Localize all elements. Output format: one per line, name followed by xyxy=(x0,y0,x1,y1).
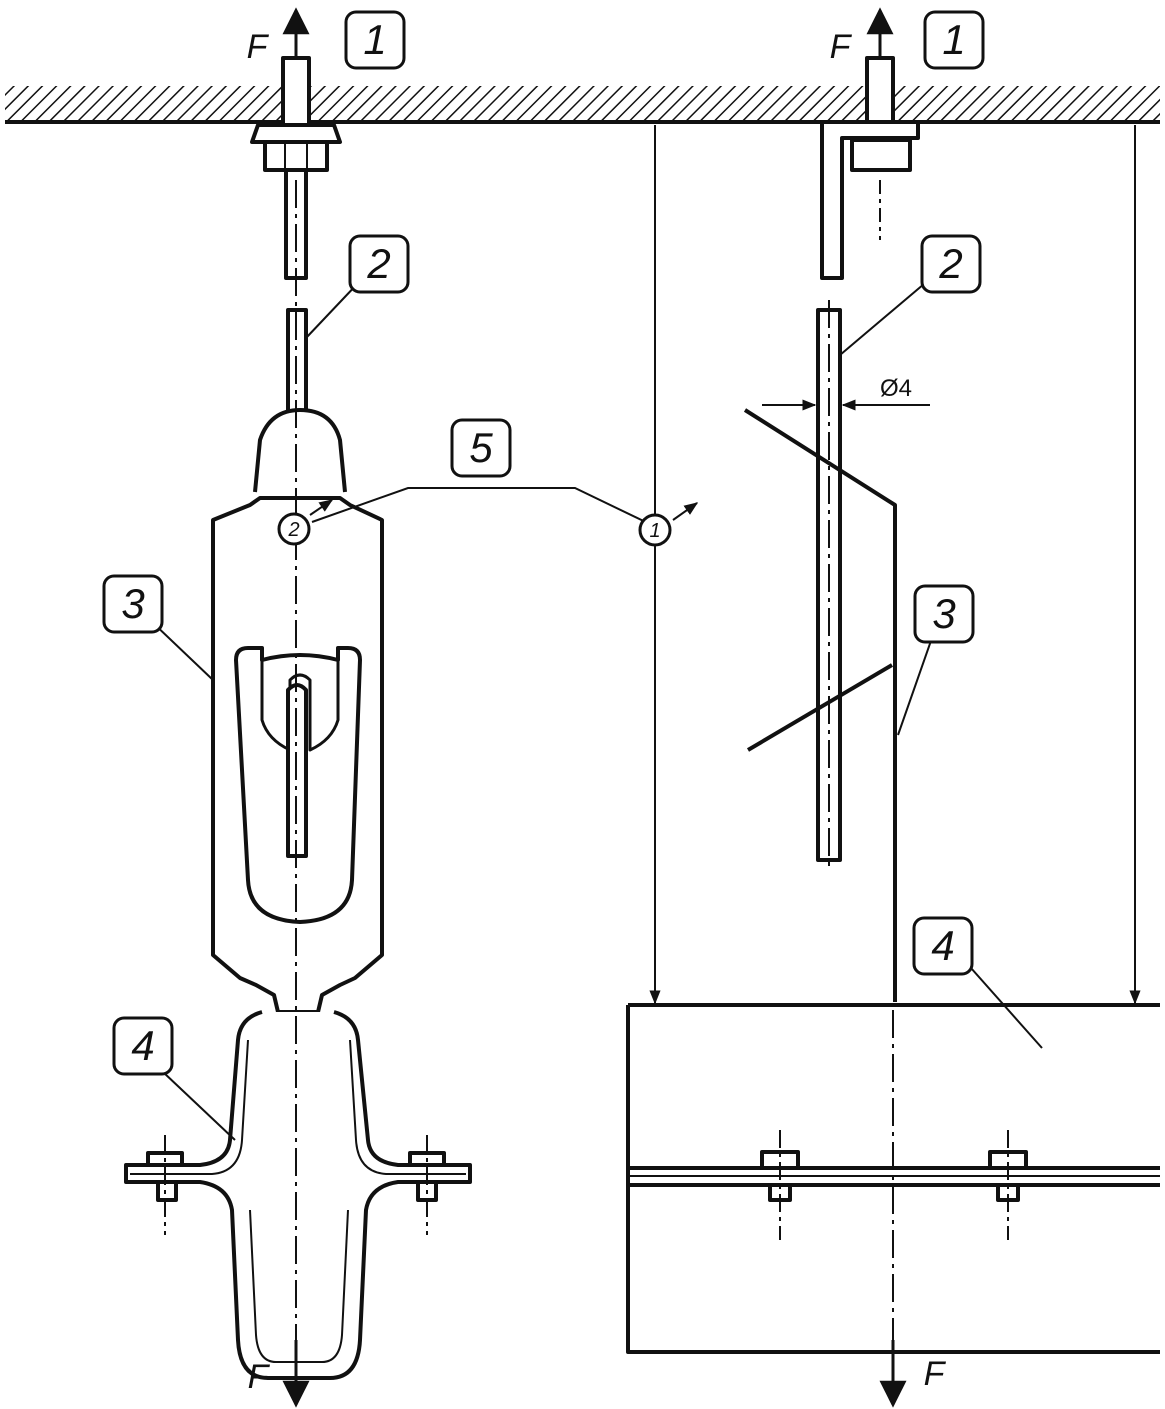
leader-lines xyxy=(144,261,1043,1141)
force-label-right-bottom: F xyxy=(924,1355,947,1393)
weld-right-text: 1 xyxy=(649,520,660,542)
callout-2-right-text: 2 xyxy=(938,240,962,287)
right-angle-bracket xyxy=(820,120,920,280)
left-clevis xyxy=(253,408,347,493)
callout-1-right-text: 1 xyxy=(942,16,965,63)
left-anchor-washer xyxy=(250,123,342,144)
weld-circle-right xyxy=(638,513,672,547)
right-hanger-profile xyxy=(743,408,897,1002)
callout-2-left-text: 2 xyxy=(366,240,390,287)
callout-4-right-text: 4 xyxy=(931,922,954,969)
callout-box-2-right xyxy=(920,234,982,294)
callout-box-1-left xyxy=(344,10,406,70)
force-label-left-bottom: F xyxy=(248,1358,271,1396)
right-clamp-flange xyxy=(628,1166,1160,1187)
force-label-left-top: F xyxy=(247,28,270,66)
left-pipe-clamp xyxy=(124,1010,472,1380)
ceiling-slab xyxy=(5,86,1160,124)
left-clamp-bolt-left xyxy=(146,1151,184,1202)
right-pipe-body xyxy=(626,1003,1160,1354)
weld-left-text: 2 xyxy=(287,519,299,541)
text-labels: 1 1 2 2 5 3 3 4 4 2 1 F F F F Ø4 xyxy=(121,16,965,1396)
callout-box-3-left xyxy=(102,574,164,634)
right-anchor-bolt xyxy=(865,56,895,130)
callout-3-left-text: 3 xyxy=(121,580,144,627)
callout-3-right-text: 3 xyxy=(932,590,955,637)
callout-box-3-right xyxy=(913,584,975,644)
left-clamp-bolt-right xyxy=(408,1151,446,1202)
callout-box-4-left xyxy=(112,1016,174,1076)
weld-circle-left xyxy=(277,512,311,546)
left-anchor-nut xyxy=(263,140,329,172)
callout-box-4-right xyxy=(912,916,974,976)
force-label-right-top: F xyxy=(830,28,853,66)
left-anchor-bolt xyxy=(281,56,311,132)
callout-box-2-left xyxy=(348,234,410,294)
callout-1-left-text: 1 xyxy=(363,16,386,63)
right-clamp-bolt-right xyxy=(988,1150,1028,1202)
callout-boxes xyxy=(102,10,985,1076)
left-view-hanger xyxy=(124,7,472,1408)
callout-4-left-text: 4 xyxy=(131,1022,154,1069)
callout-box-1-right xyxy=(923,10,985,70)
callout-box-5 xyxy=(450,418,512,478)
right-clamp-bolt-left xyxy=(760,1150,800,1202)
diameter-label: Ø4 xyxy=(880,375,912,402)
callout-5-text: 5 xyxy=(469,424,493,471)
right-view-hanger xyxy=(626,7,1160,1408)
right-anchor-nut xyxy=(850,138,912,172)
